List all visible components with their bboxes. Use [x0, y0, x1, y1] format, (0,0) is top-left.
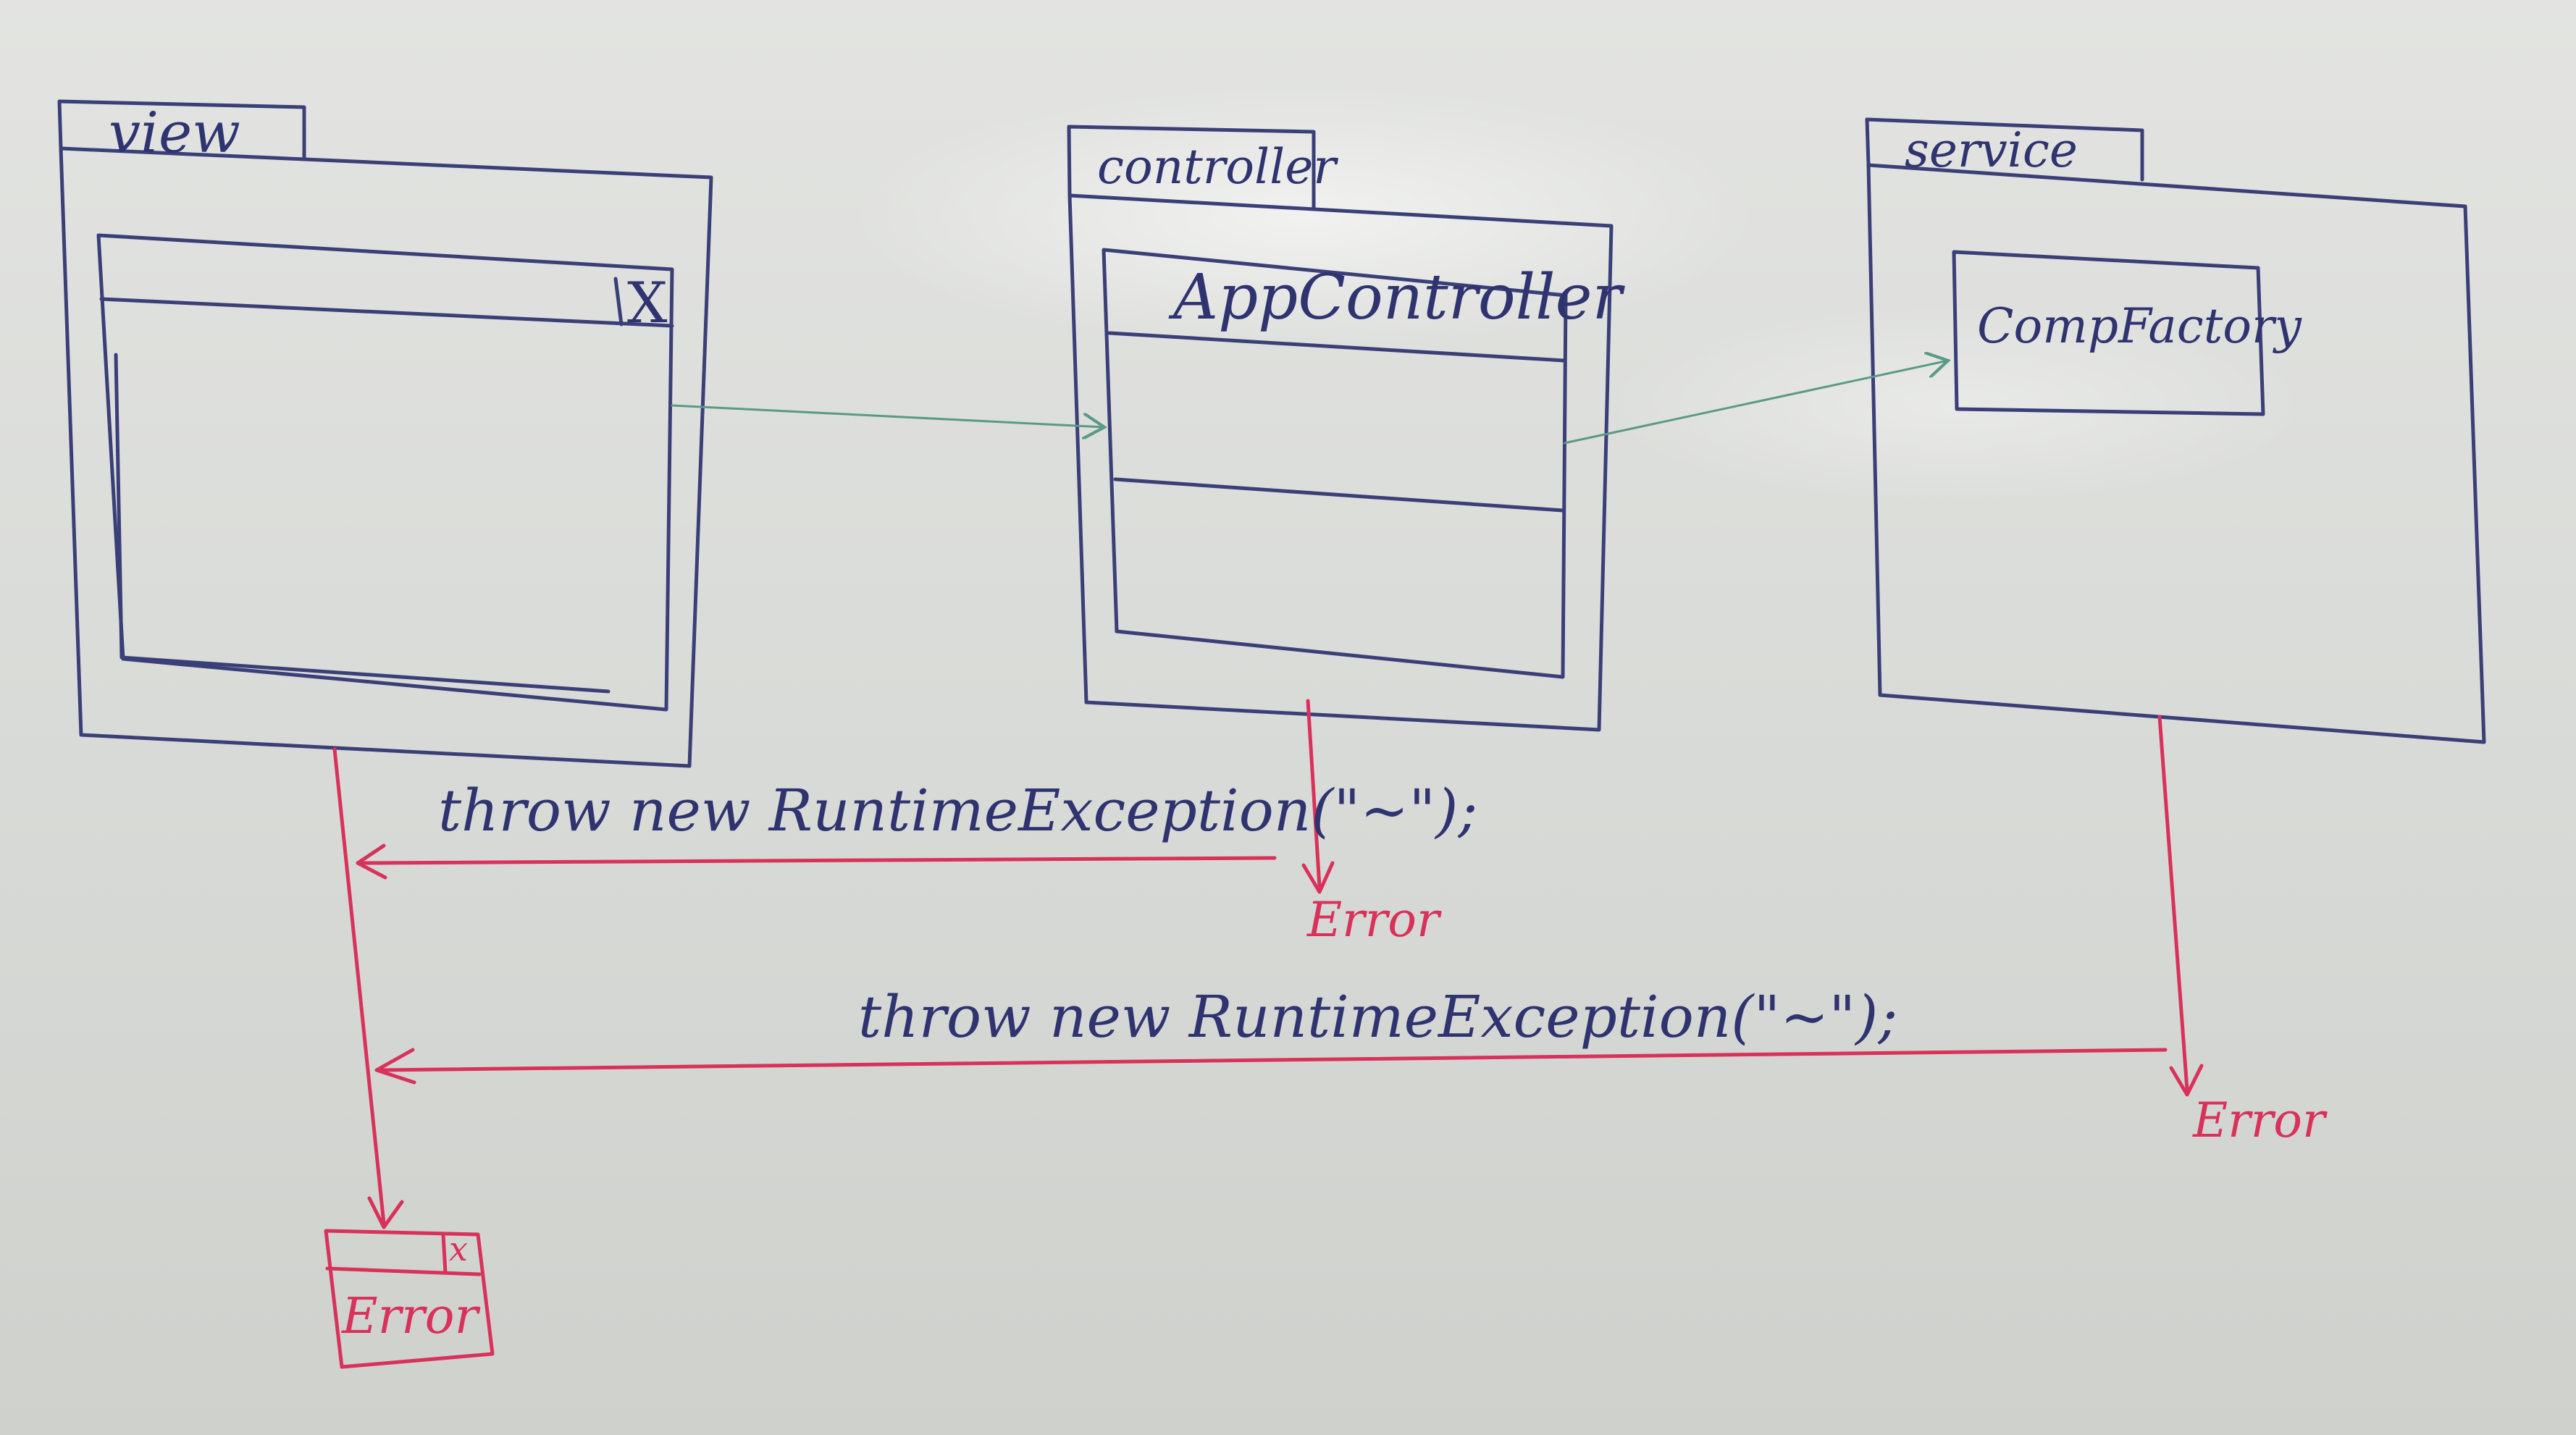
appcontroller-class-name: AppController: [1173, 261, 1622, 334]
service-package-tab-left: [1865, 117, 1871, 167]
service-package: [1865, 117, 2486, 744]
view-window-inner-frame: [114, 353, 611, 694]
controller-error-label: Error: [1307, 892, 1440, 948]
error-dialog-close-separator: [441, 1232, 448, 1275]
view-package-tab-left: [57, 99, 63, 151]
view-package-tab: [57, 99, 306, 161]
service-throw-message: throw new RuntimeException("~");: [858, 983, 1898, 1051]
controller-package: [1067, 125, 1614, 732]
error-dialog-box: [324, 1229, 495, 1369]
service-package-tab: [1865, 117, 2144, 182]
error-dialog-close-icon: x: [449, 1229, 468, 1268]
view-window: [96, 233, 674, 712]
service-error-line: [2157, 715, 2189, 1092]
controller-package-tab-left: [1067, 125, 1072, 198]
appcontroller-class-box: [1102, 248, 1568, 679]
error-flows: [324, 699, 2204, 1369]
controller-package-label: controller: [1097, 139, 1336, 195]
controller-error-line: [1306, 699, 1322, 889]
compfactory-class-box: [1952, 250, 2265, 416]
view-window-close-icon: X: [627, 271, 668, 336]
view-package-label: view: [109, 101, 240, 166]
service-throw-arrowhead: [374, 1048, 416, 1085]
controller-error-arrowhead: [1301, 861, 1335, 894]
view-window-titlebar: [99, 297, 674, 328]
compfactory-class-name: CompFactory: [1977, 298, 2302, 354]
view-to-controller-arrow: [671, 404, 1104, 427]
view-package: [57, 99, 713, 768]
service-package-body: [1866, 163, 2486, 744]
view-error-lifeline-arrowhead: [367, 1196, 404, 1229]
controller-throw-arrowhead: [356, 843, 387, 880]
controller-throw-message: throw new RuntimeException("~");: [438, 777, 1478, 844]
service-throw-arrow: [379, 1048, 2168, 1072]
controller-throw-arrow: [358, 856, 1277, 865]
controller-to-service-arrow: [1563, 361, 1948, 445]
appcontroller-attr-divider: [1113, 477, 1565, 513]
controller-package-tab: [1067, 125, 1316, 211]
service-package-label: service: [1905, 122, 2078, 178]
service-error-arrowhead: [2169, 1064, 2204, 1097]
error-dialog-label: Error: [342, 1288, 479, 1345]
view-package-body: [59, 146, 713, 768]
view-window-close-separator: [613, 277, 624, 327]
view-error-lifeline: [332, 747, 386, 1226]
appcontroller-name-divider: [1107, 331, 1566, 363]
service-error-label: Error: [2193, 1093, 2325, 1148]
error-dialog-titlebar: [325, 1266, 482, 1276]
controller-package-body: [1067, 193, 1614, 732]
